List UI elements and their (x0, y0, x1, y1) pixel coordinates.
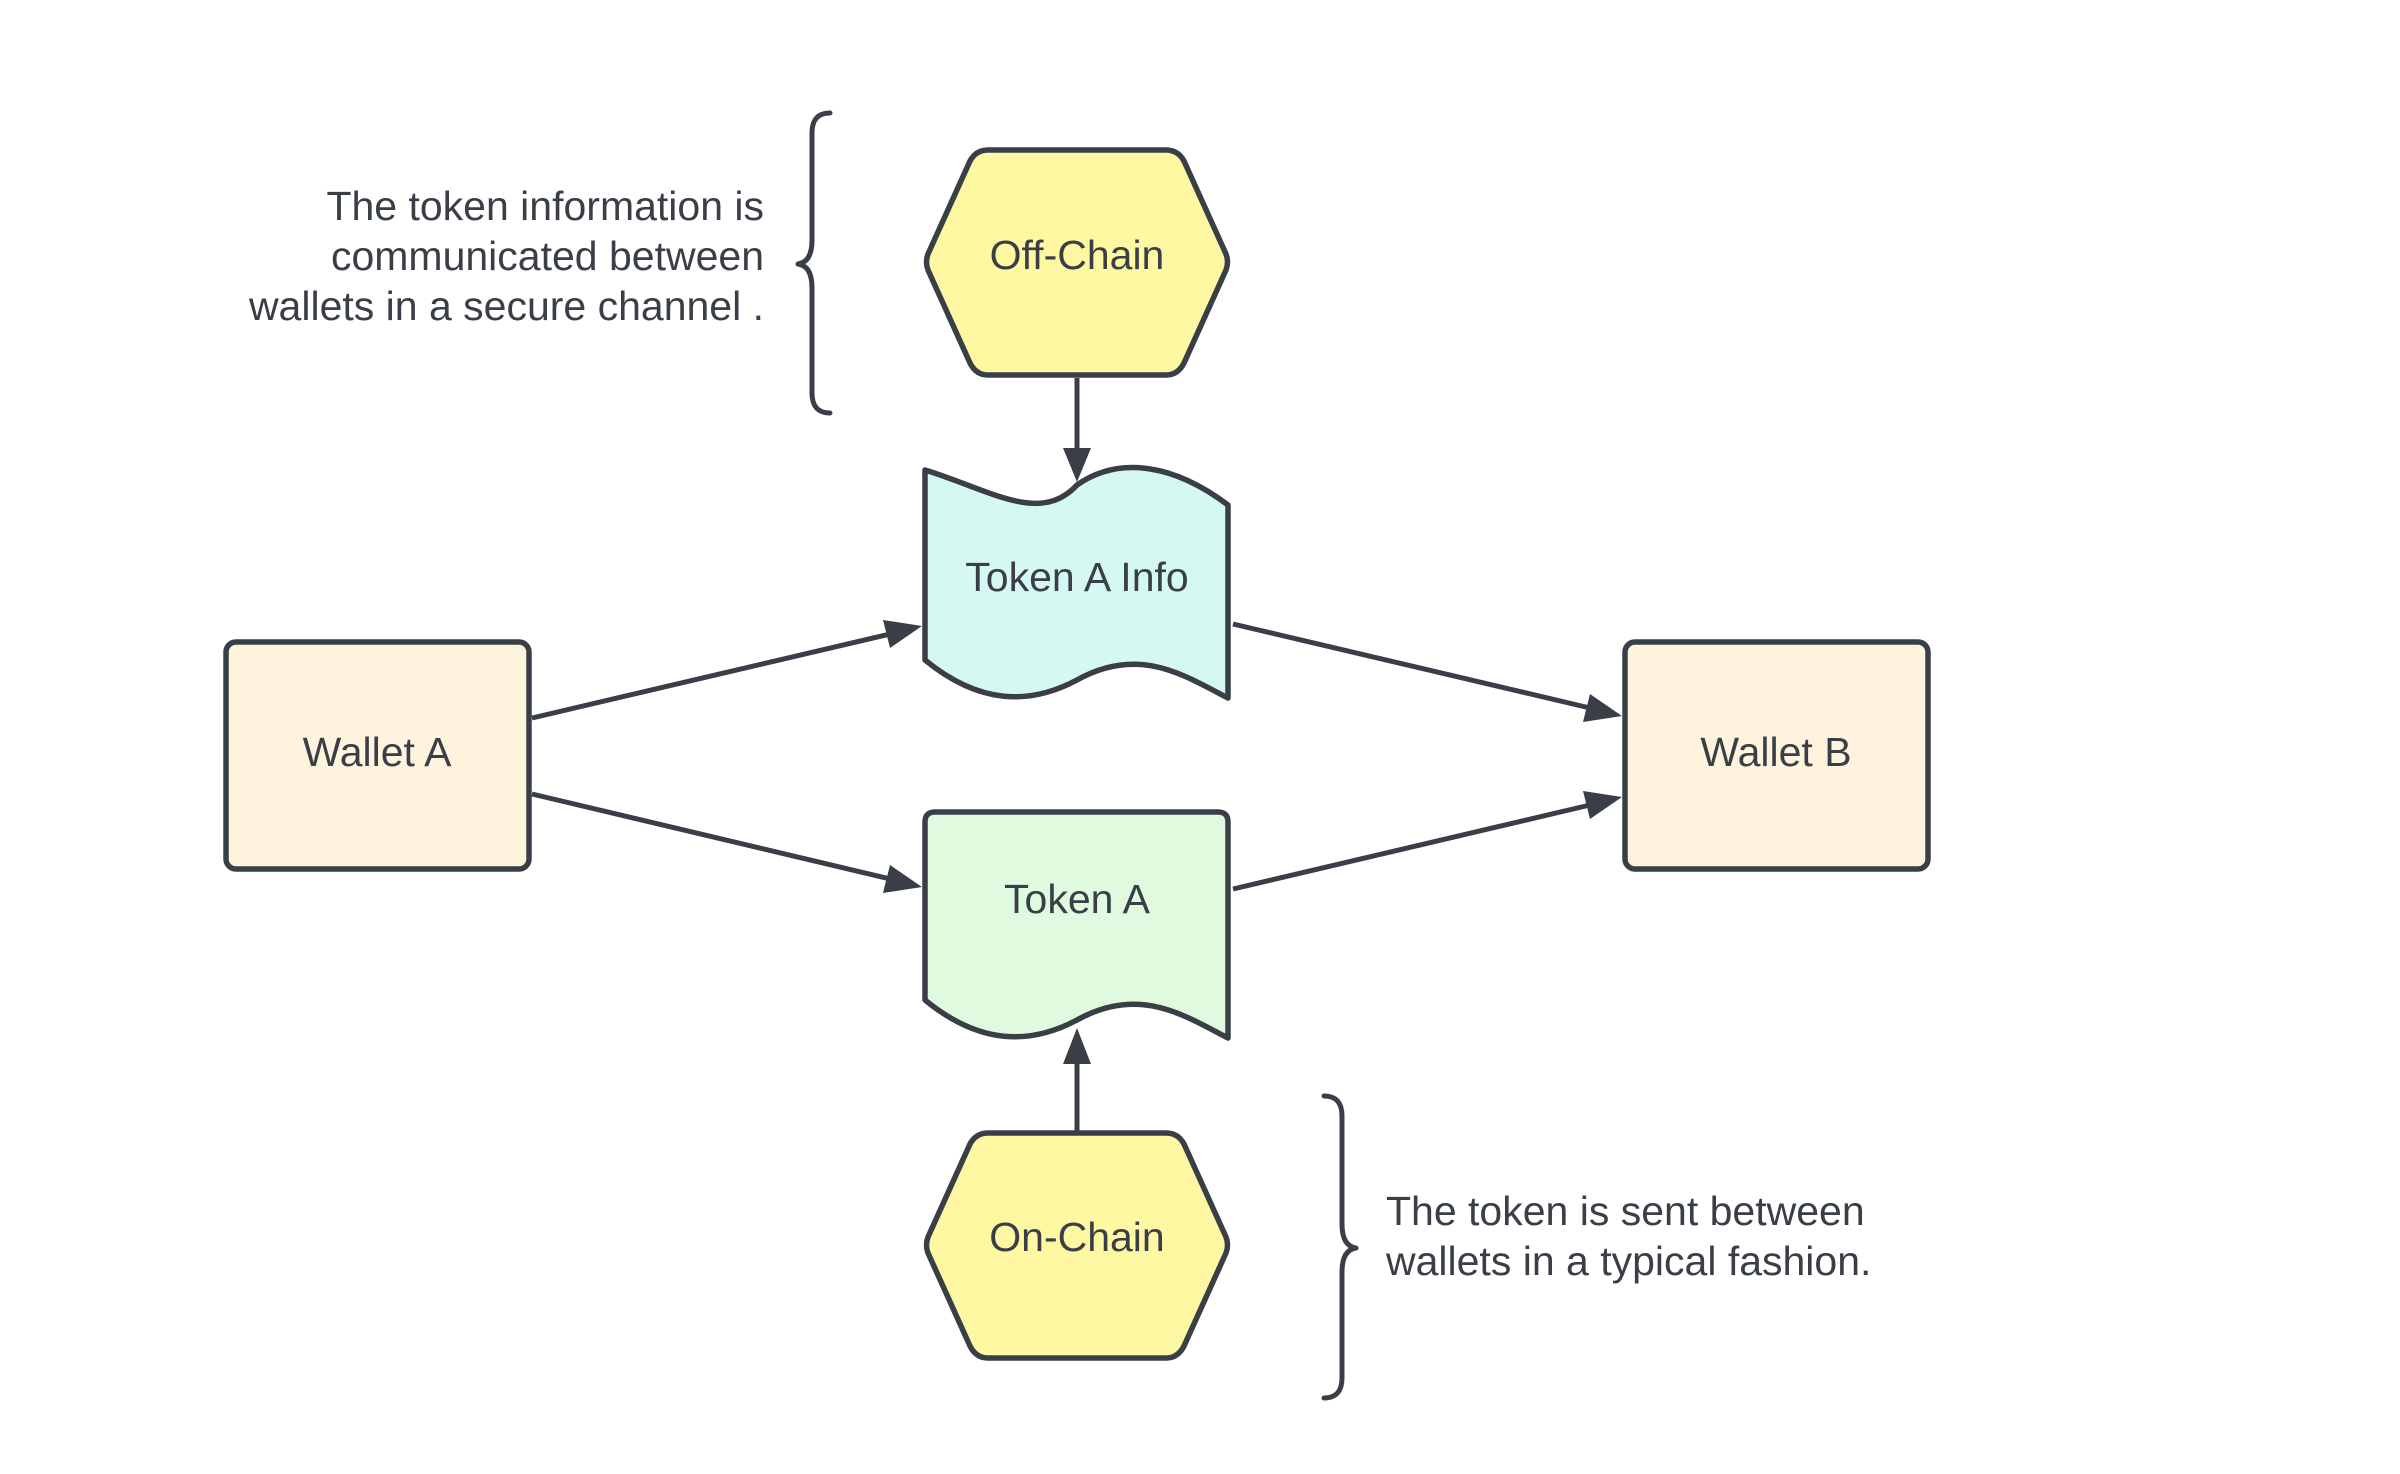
arrowhead-offchain-to-tokeninfo (1063, 448, 1091, 482)
edge-walleta-to-token (531, 791, 891, 882)
off-chain-label: Off-Chain (990, 232, 1165, 278)
wallet-b-node: Wallet B (1622, 639, 1931, 872)
arrowhead-tokeninfo-to-walletb (1583, 694, 1622, 722)
on-chain-note: The token is sent between wallets in a t… (1385, 1188, 1871, 1284)
on-chain-note-brace (1321, 1093, 1359, 1401)
arrowhead-onchain-to-token (1063, 1028, 1091, 1064)
token-a-info-label: Token A Info (965, 554, 1188, 600)
wallet-b-label: Wallet B (1700, 729, 1851, 775)
off-chain-note-line: communicated between (331, 233, 764, 279)
wallet-a-box (223, 639, 532, 872)
edges (531, 378, 1622, 1133)
token-a-shape (922, 809, 1231, 1041)
wallet-a-node: Wallet A (223, 639, 532, 872)
token-a-label: Token A (1004, 876, 1151, 922)
off-chain-note-brace (795, 110, 833, 416)
arrowhead-walleta-to-token (883, 865, 922, 893)
token-a-info-node: Token A Info (922, 464, 1231, 701)
arrowhead-token-to-walletb (1583, 791, 1622, 819)
off-chain-note-line: The token information is (326, 183, 764, 229)
token-a-info-shape (922, 464, 1231, 701)
off-chain-hexagon (923, 147, 1231, 378)
on-chain-label: On-Chain (989, 1214, 1164, 1260)
arrowhead-walleta-to-tokeninfo (883, 620, 922, 648)
off-chain-node: Off-Chain (923, 147, 1231, 378)
edge-token-to-walletb (1232, 802, 1591, 892)
edge-walleta-to-tokeninfo (531, 631, 891, 721)
off-chain-note-line: wallets in a secure channel . (248, 283, 764, 329)
on-chain-node: On-Chain (923, 1130, 1231, 1361)
wallet-b-box (1622, 639, 1931, 872)
edge-tokeninfo-to-walletb (1232, 621, 1591, 711)
on-chain-hexagon (923, 1130, 1231, 1361)
on-chain-note-line: The token is sent between (1386, 1188, 1865, 1234)
wallet-a-label: Wallet A (303, 729, 453, 775)
on-chain-note-line: wallets in a typical fashion. (1385, 1238, 1871, 1284)
off-chain-note: The token information is communicated be… (248, 183, 764, 329)
token-a-node: Token A (922, 809, 1231, 1041)
